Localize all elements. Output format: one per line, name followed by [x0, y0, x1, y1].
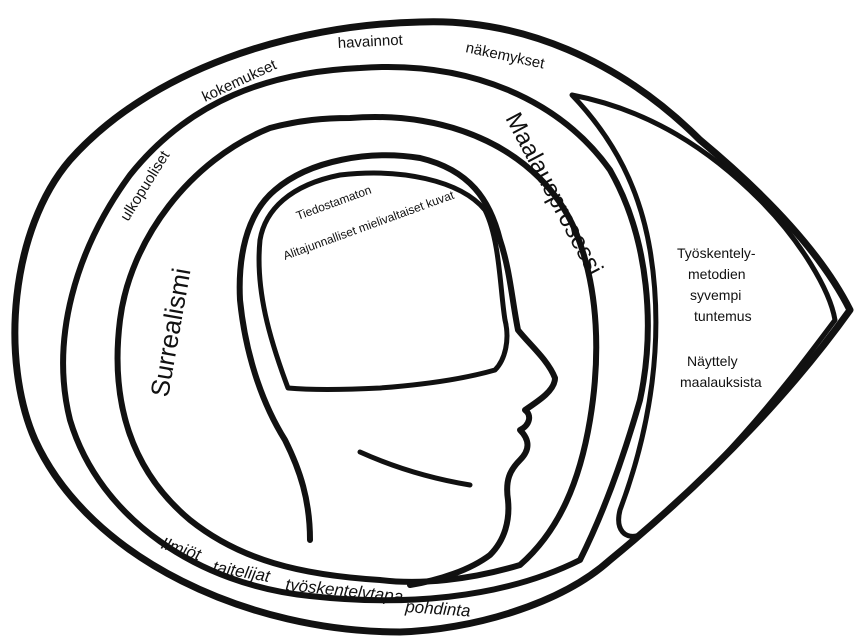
inner-head-outline — [259, 173, 507, 389]
label-metodien: metodien — [688, 266, 746, 282]
label-tuntemus: tuntemus — [694, 308, 752, 324]
label-pohdinta: pohdinta — [404, 597, 471, 621]
label-ilmiot: Ilmiöt — [159, 534, 205, 565]
label-alitajunnalliset: Alitajunnalliset mielivaltaiset kuvat — [281, 188, 456, 263]
label-havainnot: havainnot — [337, 32, 404, 52]
label-nayttely: Näyttely — [687, 353, 738, 369]
neck-line — [360, 452, 470, 485]
label-syvempi: syvempi — [690, 287, 741, 303]
label-maalauksista: maalauksista — [680, 374, 762, 390]
outer-shell — [15, 22, 850, 632]
label-tyoskentely: Työskentely- — [677, 245, 756, 261]
label-maalausprosessi: Maalausprosessi — [500, 108, 608, 280]
label-tiedostamaton: Tiedostamaton — [294, 183, 373, 223]
label-surrealismi: Surrealismi — [144, 266, 196, 399]
label-nakemykset: näkemykset — [464, 39, 547, 72]
